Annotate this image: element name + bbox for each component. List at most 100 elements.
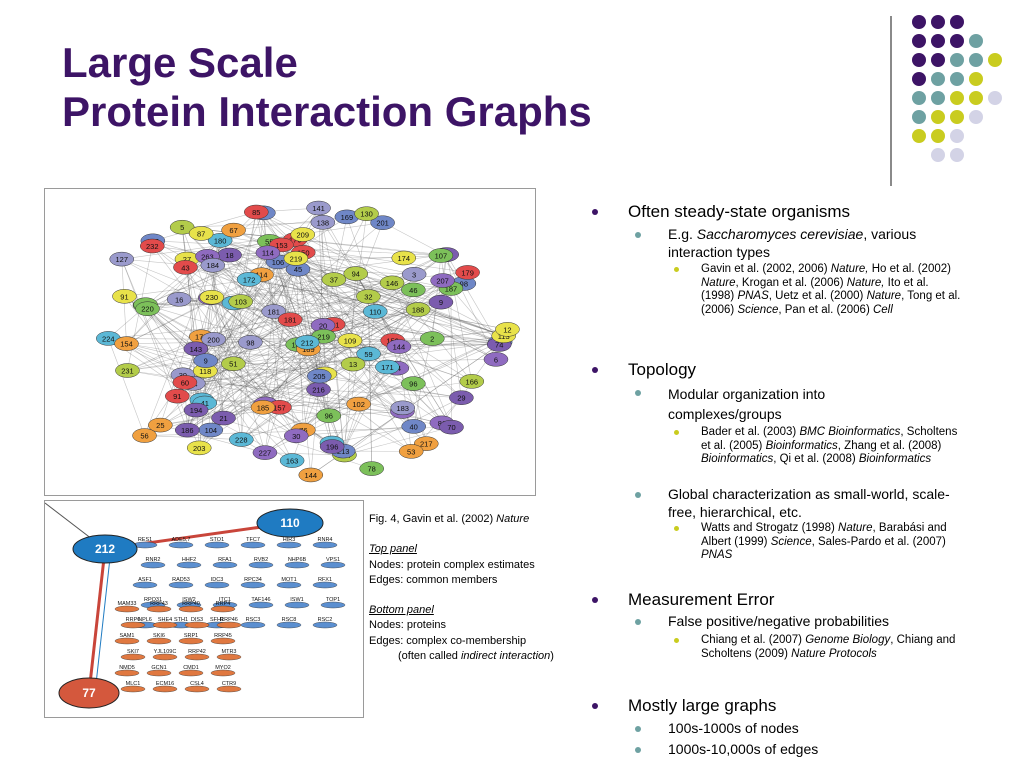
bullet-global-characterization: Global characterization as small-world, … bbox=[635, 486, 958, 521]
network-edge bbox=[204, 296, 369, 404]
network-node bbox=[362, 304, 388, 319]
protein-node-label: RRP40 bbox=[182, 601, 200, 607]
network-edge bbox=[342, 403, 359, 452]
network-node-label: 30 bbox=[292, 432, 300, 441]
network-node bbox=[173, 260, 198, 275]
network-node bbox=[165, 388, 190, 404]
network-edge bbox=[240, 211, 257, 302]
protein-node-label: NHP6B bbox=[288, 557, 307, 563]
network-edge bbox=[333, 279, 442, 303]
bullet-marker bbox=[674, 638, 679, 643]
network-node-label: 219 bbox=[290, 254, 303, 263]
bullet-steady-state: Often steady-state organisms bbox=[592, 202, 851, 222]
bullet-false-probabilities: False positive/negative probabilities bbox=[635, 613, 968, 631]
network-edge bbox=[261, 274, 376, 312]
network-node-label: 203 bbox=[193, 444, 206, 453]
network-edge bbox=[181, 227, 309, 350]
network-node-label: 55 bbox=[265, 237, 273, 246]
network-node-label: 212 bbox=[301, 338, 314, 347]
citation-text: Ho et al. (2002) bbox=[868, 263, 951, 275]
protein-node-label: TOP1 bbox=[326, 597, 340, 603]
network-edge bbox=[121, 222, 383, 260]
protein-node bbox=[320, 601, 346, 609]
decorative-dot bbox=[969, 72, 983, 86]
decorative-dot bbox=[931, 110, 945, 124]
network-edge bbox=[318, 208, 326, 374]
protein-node bbox=[168, 541, 194, 549]
decorative-dot bbox=[969, 34, 983, 48]
network-edge bbox=[209, 297, 293, 461]
network-node bbox=[112, 289, 137, 304]
decorative-dot bbox=[950, 72, 964, 86]
protein-node bbox=[114, 605, 140, 613]
network-node-label: 219 bbox=[317, 332, 330, 341]
protein-node-label: CTR9 bbox=[222, 681, 236, 687]
network-edge bbox=[207, 256, 242, 440]
network-edge bbox=[205, 360, 297, 437]
network-node-label: 9 bbox=[439, 298, 443, 307]
bullet-text: , various interaction types bbox=[668, 226, 917, 260]
network-edge bbox=[413, 383, 427, 444]
network-node bbox=[343, 266, 368, 281]
network-node-label: 213 bbox=[337, 447, 350, 456]
citation-text: , Chiang and Scholtens (2009) bbox=[701, 634, 956, 660]
network-node bbox=[439, 419, 464, 435]
network-edge bbox=[144, 240, 221, 436]
network-node bbox=[398, 444, 424, 459]
network-node-label: 41 bbox=[201, 399, 209, 408]
network-edge bbox=[223, 342, 308, 419]
network-edge bbox=[145, 304, 414, 384]
citation-journal: Nature bbox=[838, 522, 873, 534]
protein-node-label: RRP43 bbox=[150, 601, 168, 607]
decorative-dot bbox=[931, 148, 945, 162]
network-node-label: 181 bbox=[284, 316, 297, 325]
network-edge bbox=[264, 239, 296, 453]
network-node-label: 172 bbox=[243, 275, 256, 284]
network-node-label: 29 bbox=[457, 394, 465, 403]
protein-node bbox=[114, 637, 140, 645]
protein-node-label: SHE4 bbox=[158, 617, 172, 623]
network-edge bbox=[318, 389, 452, 428]
network-edge bbox=[342, 296, 369, 452]
protein-node-label: ECM16 bbox=[156, 681, 174, 687]
decorative-dot bbox=[912, 53, 926, 67]
network-node bbox=[449, 390, 474, 405]
network-node bbox=[370, 215, 395, 230]
network-node bbox=[375, 359, 400, 375]
protein-node-label: RSC8 bbox=[282, 617, 297, 623]
network-edge bbox=[322, 222, 452, 428]
network-node bbox=[166, 292, 192, 307]
bullet-text: Measurement Error bbox=[628, 590, 775, 609]
protein-node-label: RRP6 bbox=[126, 617, 141, 623]
network-node-label: 37 bbox=[330, 276, 338, 285]
network-edge bbox=[127, 336, 202, 371]
network-node-label: 21 bbox=[219, 414, 227, 423]
network-node-label: 118 bbox=[199, 367, 211, 376]
network-edge bbox=[328, 309, 419, 416]
protein-node-label: SRP1 bbox=[184, 633, 198, 639]
citation-journal: Nature Protocols bbox=[791, 647, 877, 660]
decorative-dot bbox=[988, 53, 1002, 67]
bullet-measurement-error: Measurement Error bbox=[592, 590, 775, 610]
network-node bbox=[455, 265, 480, 280]
protein-node bbox=[216, 653, 242, 661]
protein-node bbox=[120, 685, 146, 693]
protein-node-label: MLC1 bbox=[126, 681, 141, 687]
network-node bbox=[401, 419, 426, 434]
protein-node-label: CMD1 bbox=[183, 665, 199, 671]
network-node bbox=[279, 453, 305, 468]
protein-node-label: NMD5 bbox=[119, 665, 135, 671]
protein-node-label: RFX1 bbox=[318, 577, 332, 583]
network-node-label: 5 bbox=[180, 223, 184, 232]
network-edge bbox=[265, 363, 354, 405]
network-node-label: 194 bbox=[190, 406, 203, 415]
bullet-text: Often steady-state organisms bbox=[628, 202, 851, 221]
protein-node bbox=[152, 653, 178, 661]
network-node bbox=[250, 400, 276, 415]
slide-title: Large Scale Protein Interaction Graphs bbox=[62, 38, 592, 136]
network-node bbox=[228, 294, 253, 309]
protein-node-label: MOT1 bbox=[281, 577, 296, 583]
network-node bbox=[255, 245, 281, 260]
network-edge bbox=[240, 301, 326, 375]
network-node-label: 13 bbox=[349, 360, 357, 369]
